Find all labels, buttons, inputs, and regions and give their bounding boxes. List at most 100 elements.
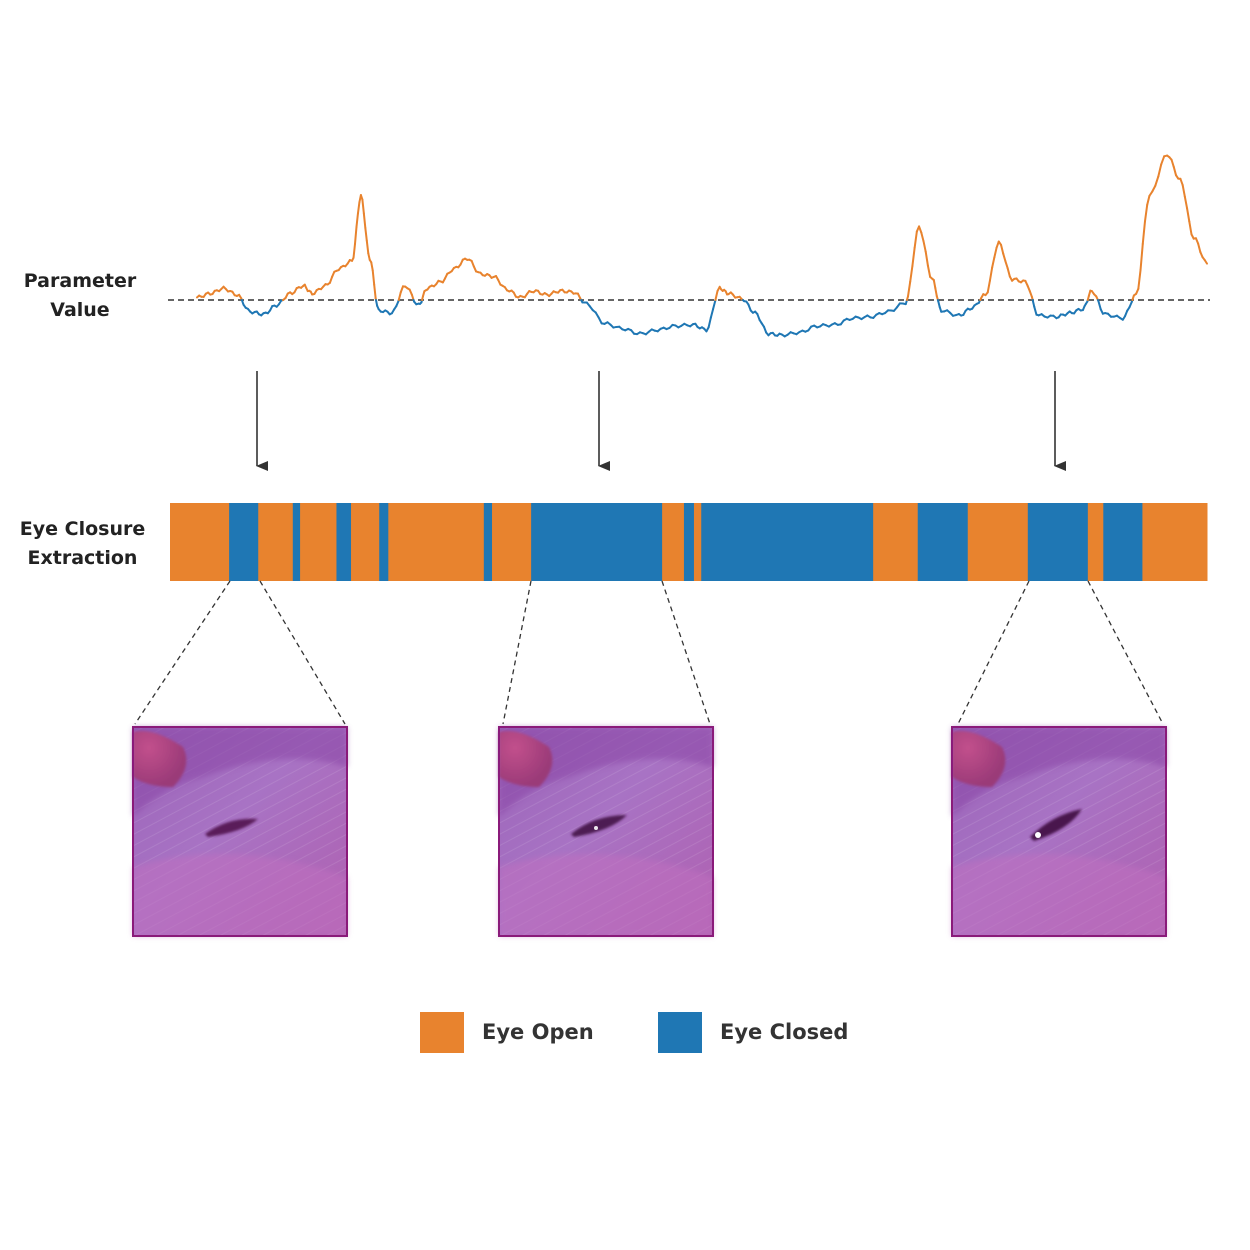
signal-segment xyxy=(373,283,377,300)
signal-segment xyxy=(365,239,370,255)
signal-segment xyxy=(763,325,768,334)
closure-segment-closed xyxy=(701,503,874,581)
signal-segment xyxy=(1006,267,1011,278)
parameter-signal-trace xyxy=(196,154,1208,338)
signal-segment xyxy=(922,240,927,253)
signal-segment xyxy=(1183,195,1189,210)
signal-segment xyxy=(709,308,715,319)
closure-segment-closed xyxy=(379,503,389,581)
signal-segment xyxy=(1170,158,1175,168)
legend-label-closed: Eye Closed xyxy=(720,1020,849,1044)
closure-segment-open xyxy=(1142,503,1208,581)
parameter-label-line1: Parameter xyxy=(23,270,137,292)
signal-segment xyxy=(367,252,371,261)
signal-segment xyxy=(1203,259,1208,265)
signal-segment xyxy=(714,289,719,301)
signal-segment xyxy=(993,246,998,259)
eye-closure-extraction-label: Eye Closure Extraction xyxy=(10,515,155,573)
signal-segment xyxy=(707,316,712,329)
legend-eye-closed: Eye Closed xyxy=(658,1011,848,1053)
eye-slit xyxy=(571,815,627,837)
signal-segment xyxy=(991,256,996,269)
parameter-label-line2: Value xyxy=(50,299,110,321)
signal-segment xyxy=(1031,299,1036,308)
closure-segment-closed xyxy=(229,503,259,581)
signal-segment xyxy=(1141,220,1146,245)
signal-segment xyxy=(1186,207,1191,223)
signal-segment xyxy=(747,303,752,312)
signal-segment xyxy=(370,261,374,272)
signal-segment xyxy=(355,212,359,228)
signal-segment xyxy=(1157,163,1163,178)
closure-segment-open xyxy=(492,503,532,581)
signal-segment xyxy=(353,225,358,245)
signal-segment xyxy=(1139,242,1144,271)
eye-closure-bar xyxy=(170,503,1208,581)
closure-segment-open xyxy=(1087,503,1104,581)
closure-segment-closed xyxy=(917,503,969,581)
closure-segment-open xyxy=(388,503,485,581)
signal-segment xyxy=(597,316,603,325)
extraction-label-line2: Extraction xyxy=(27,547,138,569)
zoom-connector-right-a xyxy=(957,580,1030,725)
signal-segment xyxy=(1179,177,1184,186)
zoom-connector-middle-b xyxy=(661,580,711,725)
signal-segment xyxy=(362,212,367,229)
legend-swatch-closed xyxy=(658,1011,702,1053)
signal-segment xyxy=(356,201,361,215)
closure-segment-open xyxy=(662,503,685,581)
closure-segment-open xyxy=(258,503,294,581)
eye-image-left xyxy=(132,726,348,937)
eye-image-middle xyxy=(498,726,714,937)
signal-segment xyxy=(1151,184,1157,193)
signal-segment xyxy=(1033,305,1038,316)
eye-image-right xyxy=(951,726,1167,937)
zoom-connectors xyxy=(134,580,1164,725)
legend-eye-open: Eye Open xyxy=(420,1011,594,1053)
signal-segment xyxy=(397,291,402,301)
signal-segment xyxy=(399,285,404,294)
zoom-connector-middle-a xyxy=(502,580,532,725)
signal-segment xyxy=(1172,165,1177,177)
closure-segment-closed xyxy=(531,503,663,581)
signal-segment xyxy=(988,266,994,282)
signal-segment xyxy=(1028,290,1034,299)
signal-segment xyxy=(911,246,916,267)
signal-segment xyxy=(328,275,334,284)
signal-segment xyxy=(1146,194,1151,206)
signal-segment xyxy=(371,269,376,286)
signal-segment xyxy=(932,279,937,290)
zoom-connector-right-b xyxy=(1087,580,1164,725)
signal-segment xyxy=(1160,155,1166,166)
parameter-value-label: Parameter Value xyxy=(10,267,150,325)
signal-segment xyxy=(920,231,925,243)
signal-segment xyxy=(712,299,717,311)
closure-segment-open xyxy=(300,503,337,581)
signal-segment xyxy=(1097,300,1102,311)
signal-segment xyxy=(364,226,368,242)
zoom-connector-left-b xyxy=(259,580,346,725)
extraction-label-line1: Eye Closure xyxy=(19,518,146,540)
signal-segment xyxy=(909,264,914,283)
signal-segment xyxy=(986,279,991,294)
closure-segment-closed xyxy=(336,503,352,581)
closure-segment-closed xyxy=(292,503,301,581)
zoom-connector-left-a xyxy=(134,580,231,725)
signal-segment xyxy=(937,300,941,309)
eye-slit xyxy=(205,818,258,837)
closure-segment-open xyxy=(170,503,230,581)
signal-segment xyxy=(924,250,929,267)
signal-segment xyxy=(1154,175,1160,187)
closure-segment-open xyxy=(873,503,919,581)
eye-slit xyxy=(1030,809,1082,841)
closure-segment-open xyxy=(693,503,702,581)
closure-segment-open xyxy=(351,503,380,581)
signal-segment xyxy=(918,225,923,234)
signal-segment xyxy=(1002,252,1007,263)
signal-segment xyxy=(756,313,761,321)
signal-segment xyxy=(352,242,356,259)
closure-segment-closed xyxy=(1027,503,1089,581)
signal-segment xyxy=(913,230,918,249)
closure-segment-closed xyxy=(1103,503,1143,581)
